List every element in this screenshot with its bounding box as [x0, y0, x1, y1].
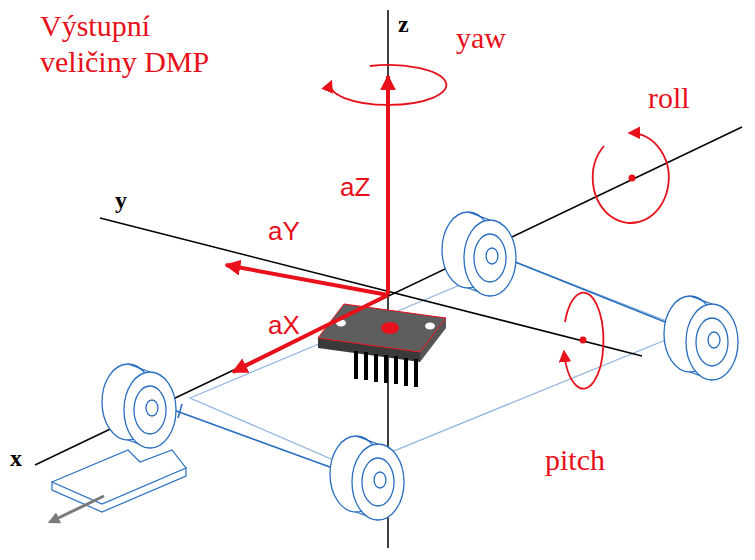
rotation-dot	[385, 82, 636, 344]
rotation-label: pitch	[545, 442, 605, 478]
rotation-label: roll	[648, 80, 690, 116]
acceleration-vector	[226, 76, 388, 372]
coordinate-axis	[35, 10, 742, 548]
vector-label: aZ	[340, 172, 370, 203]
front-bumper	[52, 450, 186, 512]
chassis-frame	[190, 262, 690, 468]
axis-label: y	[115, 186, 127, 215]
axis-label: x	[10, 444, 22, 473]
vector-label: aX	[268, 310, 300, 341]
direction-arrow	[50, 496, 104, 522]
imu-chip	[318, 304, 446, 387]
rotation-label: yaw	[456, 20, 506, 56]
rotation-arrow	[330, 65, 668, 389]
vector-label: aY	[268, 216, 300, 247]
heading-label: Výstupní veličiny DMP	[40, 8, 245, 80]
axle	[160, 258, 700, 478]
axis-label: z	[398, 10, 409, 39]
wheel	[102, 212, 738, 520]
